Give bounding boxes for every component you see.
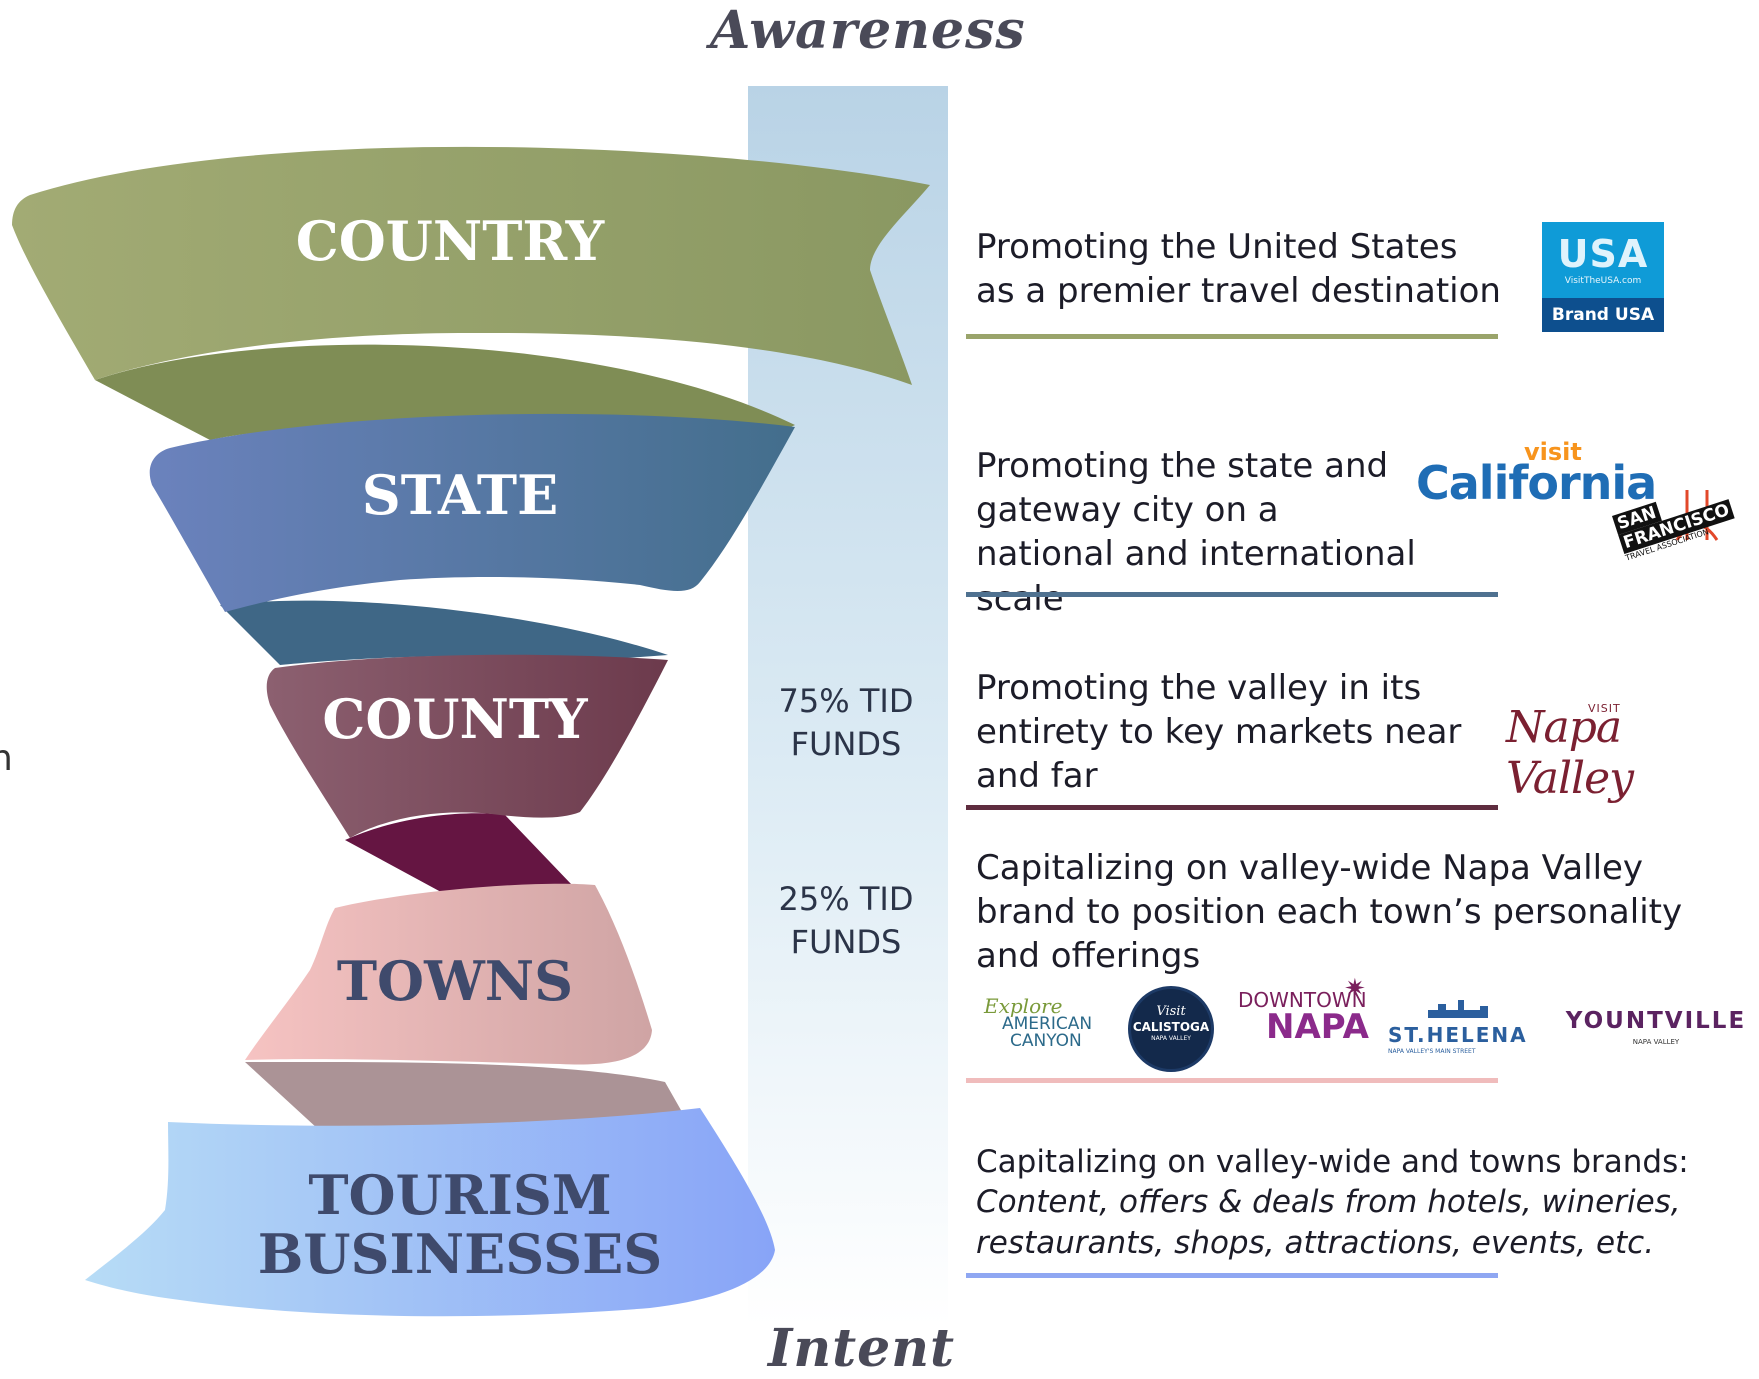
tier-label-county: COUNTY [322,687,588,751]
visit-california-name: California [1416,456,1657,510]
brand-usa-url: VisitTheUSA.com [1564,276,1642,286]
county-rule [966,805,1498,810]
downtown-napa-napa: NAPA [1266,1007,1369,1047]
towns-funds: 25% TID FUNDS [746,878,946,964]
tier-label-businesses: BUSINESSES [257,1222,663,1287]
calistoga-logo: Visit CALISTOGA NAPA VALLEY [1128,986,1214,1072]
brand-usa-logo: USA VisitTheUSA.com Brand USA [1542,222,1664,332]
county-funds-percent: 75% TID [778,682,914,720]
skyline-icon [1428,1000,1488,1018]
american-canyon-american: AMERICAN [1002,1014,1093,1034]
country-rule [966,334,1498,339]
towns-band [245,883,652,1065]
county-funds: 75% TID FUNDS [746,680,946,766]
county-band [266,654,668,838]
tourism-businesses-description-lead: Capitalizing on valley-wide and towns br… [976,1144,1689,1180]
downtown-napa-logo: DOWNTOWN NAPA ✷ [1238,976,1369,1060]
st-helena-name: ST.HELENA [1388,1023,1528,1047]
tourism-businesses-description-italic: Content, offers & deals from hotels, win… [976,1184,1681,1261]
calistoga-napa: NAPA VALLEY [1151,1035,1191,1042]
state-ribbon-back [220,600,668,665]
visit-california-logo: visit California [1416,438,1657,518]
awareness-label: Awareness [710,0,1026,61]
calistoga-visit: Visit [1156,1004,1186,1019]
brand-usa-mark: USA [1557,232,1649,276]
tier-label-towns: TOWNS [336,949,574,1013]
calistoga-name: CALISTOGA [1132,1020,1210,1034]
tier-label-tourism: TOURISM [308,1163,612,1227]
downtown-napa-downtown: DOWNTOWN [1238,988,1367,1012]
state-rule [966,592,1498,597]
visit-napa-name: Napa Valley [1506,702,1634,804]
sf-travel-logo: SAN FRANCISCO TRAVEL ASSOCIATION [1612,480,1742,580]
tier-label-state: STATE [361,463,559,527]
towns-rule [966,1078,1498,1083]
county-description: Promoting the valley in its entirety to … [976,668,1462,797]
tourism-businesses-band [85,1108,775,1317]
edge-fragment-b: , [0,788,1,829]
edge-fragment-a: n [0,738,13,779]
tier-label-tourism-businesses: TOURISM BUSINESSES [230,1163,690,1287]
brand-usa-caption: Brand USA [1542,298,1664,332]
county-ribbon-back [345,813,572,905]
american-canyon-explore: Explore [984,994,1063,1018]
visit-napa-valley-logo: VISIT Napa Valley [1506,690,1746,804]
american-canyon-canyon: CANYON [1010,1031,1082,1051]
intent-label: Intent [768,1318,956,1379]
country-description: Promoting the United States as a premier… [976,227,1501,312]
st-helena-tagline: NAPA VALLEY'S MAIN STREET [1388,1048,1476,1055]
st-helena-logo: ST.HELENA NAPA VALLEY'S MAIN STREET [1388,996,1538,1056]
visit-napa-visit: VISIT [1588,702,1621,715]
towns-funds-word: FUNDS [790,923,902,962]
tier-label-country: COUNTRY [295,209,605,273]
country-band [12,146,930,385]
towns-description: Capitalizing on valley-wide Napa Valley … [976,848,1683,977]
tourism-businesses-description: Capitalizing on valley-wide and towns br… [976,1142,1696,1263]
yountville-tagline: NAPA VALLEY [1632,1038,1680,1046]
yountville-logo: YOUNTVILLE NAPA VALLEY [1558,1010,1754,1060]
yountville-name: YOUNTVILLE [1565,1008,1747,1034]
state-description: Promoting the state and gateway city on … [976,446,1416,619]
county-funds-word: FUNDS [790,725,902,764]
towns-funds-percent: 25% TID [778,880,914,918]
star-icon: ✷ [1344,974,1366,1004]
american-canyon-logo: Explore AMERICAN CANYON [984,996,1104,1056]
visit-california-visit: visit [1524,438,1582,466]
tourism-businesses-rule [966,1273,1498,1278]
state-band [149,413,795,612]
